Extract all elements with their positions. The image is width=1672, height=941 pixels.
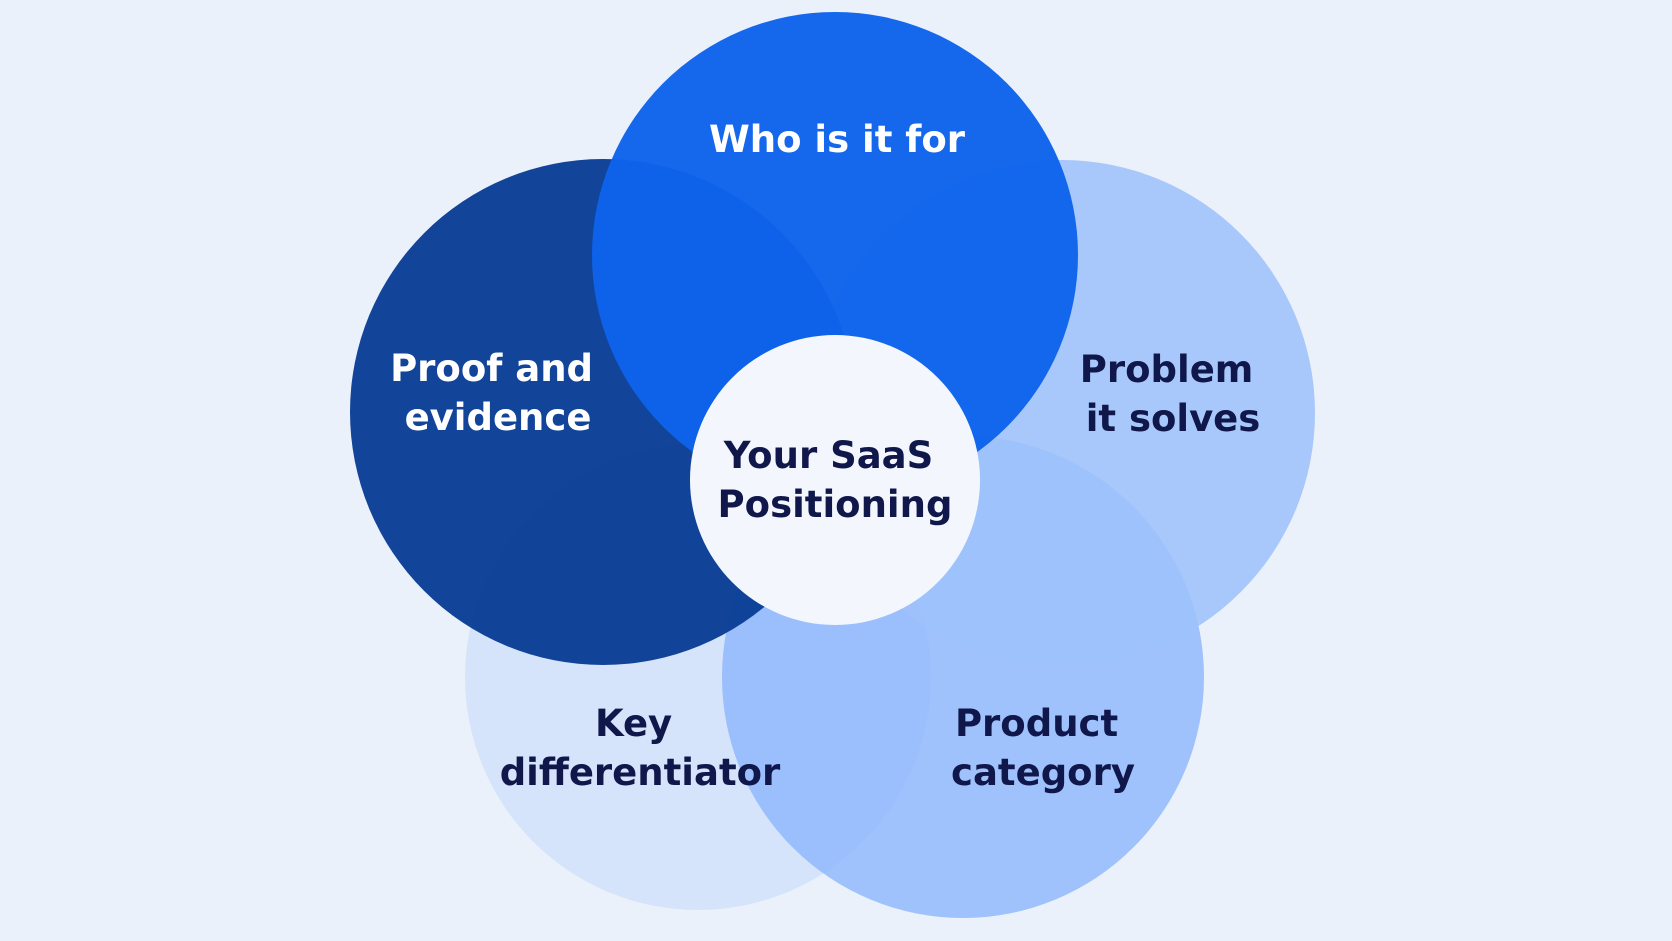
who-circle (592, 12, 1078, 498)
center-label-line-1: Your SaaS (723, 434, 934, 477)
proof-label-line-2: evidence (405, 396, 592, 439)
center-label-line-2: Positioning (718, 483, 953, 526)
product-category-label: Product category (951, 702, 1135, 794)
key-differentiator-label: Key differentiator (500, 702, 781, 794)
category-label-line-2: category (951, 751, 1135, 794)
problem-label-line-2: it solves (1086, 397, 1261, 440)
differentiator-label-line-2: differentiator (500, 751, 781, 794)
category-label-line-1: Product (955, 702, 1118, 745)
center-circle (690, 335, 980, 625)
who-is-it-for-label: Who is it for (709, 118, 966, 161)
who-label-line: Who is it for (709, 118, 966, 161)
problem-it-solves-label: Problem it solves (1080, 348, 1267, 440)
your-saas-positioning-label: Your SaaS Positioning (718, 434, 953, 526)
differentiator-label-line-1: Key (595, 702, 672, 745)
problem-label-line-1: Problem (1080, 348, 1254, 391)
proof-label-line-1: Proof and (390, 347, 593, 390)
proof-and-evidence-label: Proof and evidence (390, 347, 606, 439)
